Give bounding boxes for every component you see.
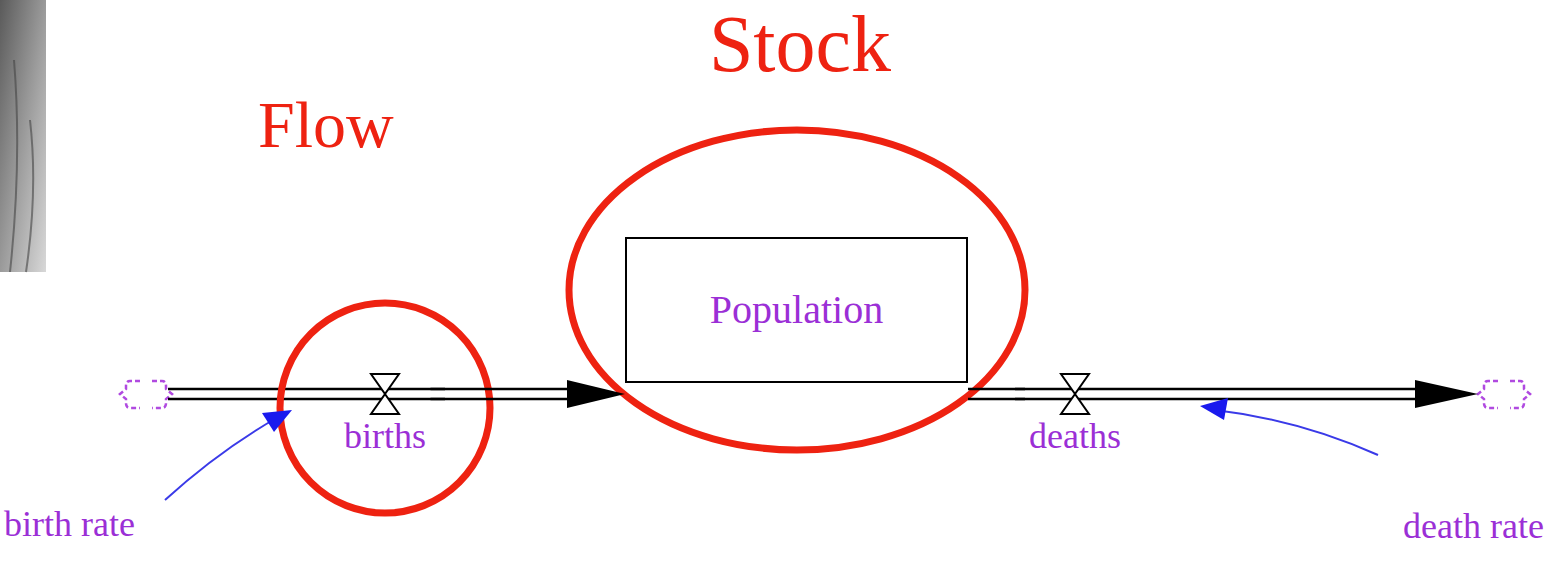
flow-name: deaths bbox=[1025, 418, 1125, 456]
valve-symbol bbox=[1059, 372, 1091, 416]
influence-arrow bbox=[1215, 410, 1378, 455]
source-cloud bbox=[120, 381, 172, 408]
auxiliary-name: birth rate bbox=[4, 506, 135, 542]
valve-symbol bbox=[369, 372, 401, 416]
inflow-pipe bbox=[168, 398, 445, 401]
inflow-pipe bbox=[168, 388, 445, 391]
pipe-line bbox=[431, 398, 572, 401]
flow-highlight bbox=[280, 303, 490, 513]
photo-fragment bbox=[0, 0, 46, 272]
stock-annotation: Stock bbox=[709, 4, 891, 84]
influence-arrowhead bbox=[1200, 398, 1228, 420]
valve-outline bbox=[1061, 374, 1089, 414]
photo-detail bbox=[10, 60, 33, 272]
outflow-arrowhead bbox=[1415, 380, 1478, 408]
outflow-valve: deaths bbox=[1025, 372, 1125, 456]
flow-pipe bbox=[968, 389, 1025, 399]
auxiliary-name: death rate bbox=[1403, 508, 1544, 544]
pipe-arrowhead bbox=[567, 380, 625, 408]
pipe-line bbox=[968, 388, 1025, 391]
stock-name: Population bbox=[710, 288, 883, 332]
influence-arrowhead bbox=[262, 410, 292, 432]
pipe-line bbox=[968, 398, 1025, 401]
valve-outline bbox=[371, 374, 399, 414]
stock-box: Population bbox=[625, 237, 968, 383]
sink-cloud bbox=[1478, 381, 1530, 408]
stock-highlight bbox=[569, 130, 1025, 450]
flow-annotation: Flow bbox=[258, 92, 394, 158]
flow-pipe bbox=[431, 380, 626, 408]
flow-name: births bbox=[340, 418, 431, 456]
pipe-line bbox=[431, 388, 572, 391]
influence-arrow bbox=[165, 416, 280, 500]
inflow-valve: births bbox=[340, 372, 431, 456]
